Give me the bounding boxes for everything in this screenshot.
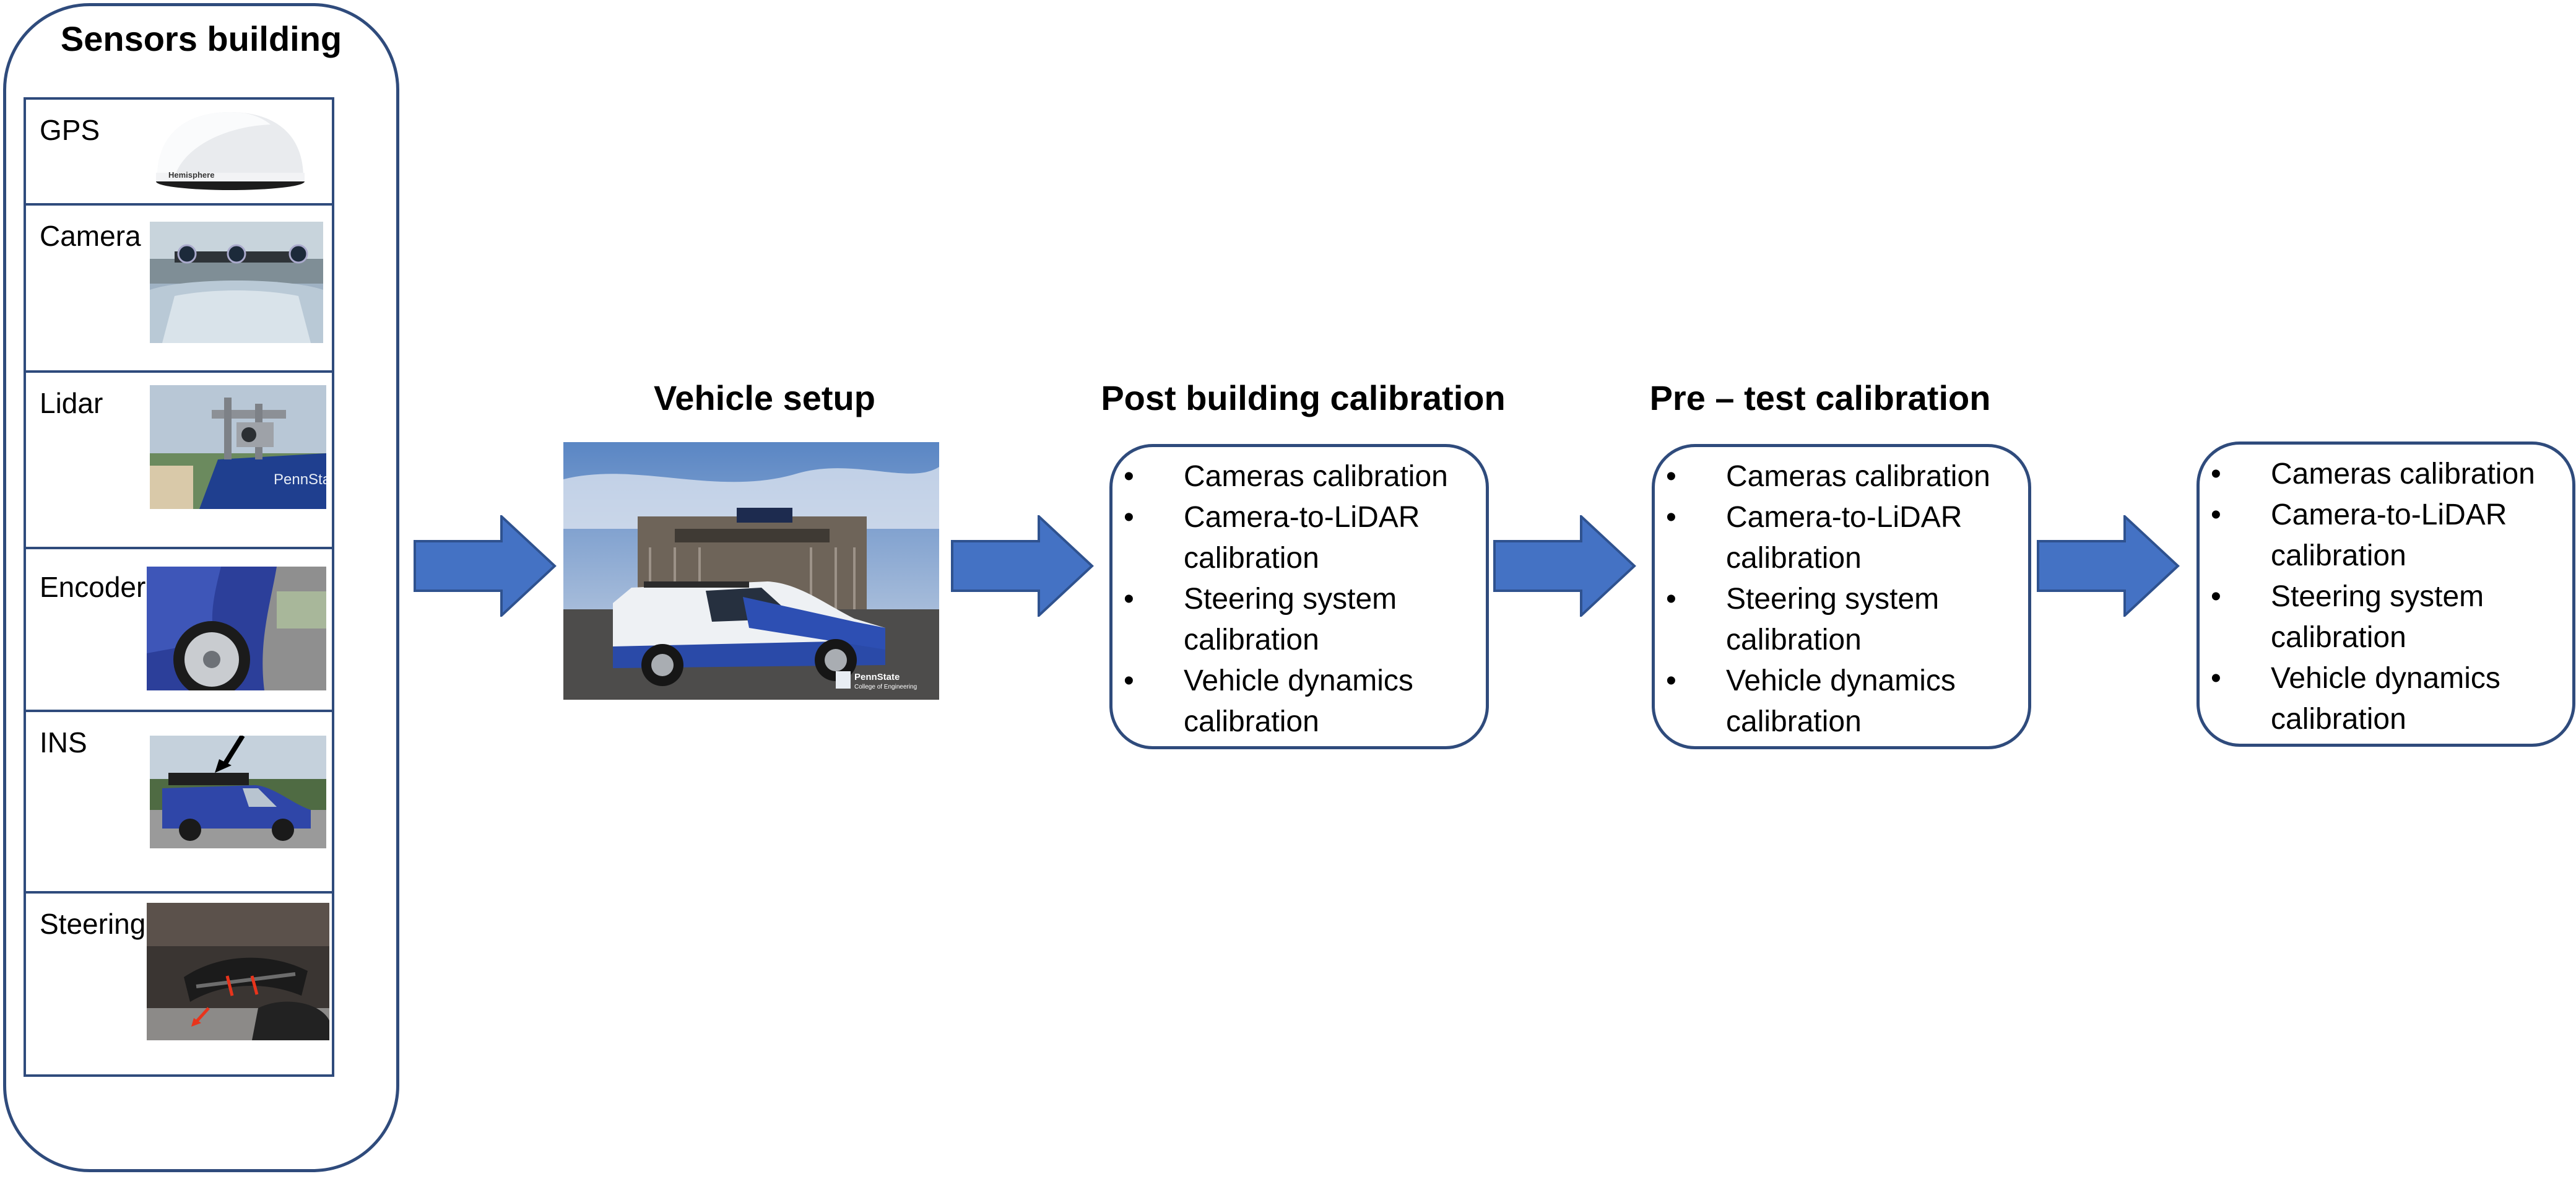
sensor-label: Lidar xyxy=(40,387,103,419)
vehicle-setup-title: Vehicle setup xyxy=(654,378,875,417)
wheel-encoder-image xyxy=(147,567,326,690)
calibration-item: •Vehicle dynamics calibration xyxy=(2211,662,2500,736)
sensor-label: Encoder xyxy=(40,571,146,603)
pre-test-calibration-title: Pre – test calibration xyxy=(1649,378,1991,417)
pre-test-calibration-box: •Cameras calibration •Camera-to-LiDAR ca… xyxy=(1652,444,2031,749)
lidar-mount-image: PennState xyxy=(150,385,326,509)
sensor-row-encoder: Encoder xyxy=(26,547,332,710)
calibration-item: •Steering system calibration xyxy=(2211,580,2484,654)
roof-cameras-image xyxy=(150,222,323,343)
sensor-row-gps: GPS Hemisphere xyxy=(26,100,332,203)
steering-actuator-image xyxy=(147,903,329,1040)
sensor-row-ins: INS xyxy=(26,710,332,891)
flow-arrow-right-icon xyxy=(951,515,1094,617)
sensor-row-lidar: Lidar PennState xyxy=(26,370,332,547)
calibration-list: •Cameras calibration •Camera-to-LiDAR ca… xyxy=(2200,454,2572,740)
sensor-row-steering: Steering xyxy=(26,891,332,1077)
instrumented-van-stadium-image: PennState College of Engineering xyxy=(563,442,939,700)
calibration-item: •Camera-to-LiDAR calibration xyxy=(1666,501,1962,575)
sensor-label: INS xyxy=(40,726,87,759)
sensor-label: GPS xyxy=(40,114,100,146)
gps-brand-text: Hemisphere xyxy=(168,170,214,180)
pennstate-logo-text: PennState xyxy=(854,672,900,682)
calibration-item: •Vehicle dynamics calibration xyxy=(1124,664,1413,738)
sensor-label: Camera xyxy=(40,220,141,252)
post-building-calibration-title: Post building calibration xyxy=(1101,378,1506,417)
sensor-label: Steering xyxy=(40,908,146,940)
post-building-calibration-box: •Cameras calibration •Camera-to-LiDAR ca… xyxy=(1109,444,1489,749)
sensors-building-title: Sensors building xyxy=(60,19,342,58)
ins-van-image xyxy=(150,736,326,848)
calibration-item: •Steering system calibration xyxy=(1666,583,1940,656)
calibration-item: •Cameras calibration xyxy=(1666,460,1990,493)
gps-antenna-image: Hemisphere xyxy=(144,108,317,201)
calibration-item: •Camera-to-LiDAR calibration xyxy=(1124,501,1420,575)
calibration-item: •Steering system calibration xyxy=(1124,583,1397,656)
sensor-list: GPS Hemisphere Camera xyxy=(24,97,334,1077)
college-logo-text: College of Engineering xyxy=(854,684,917,690)
flow-arrow-right-icon xyxy=(2037,515,2180,617)
flow-arrow-right-icon xyxy=(1493,515,1636,617)
lidar-brand-text: PennState xyxy=(274,471,326,488)
calibration-item: •Camera-to-LiDAR calibration xyxy=(2211,498,2507,572)
calibration-item: •Vehicle dynamics calibration xyxy=(1666,664,1956,738)
final-calibration-box: •Cameras calibration •Camera-to-LiDAR ca… xyxy=(2197,442,2575,747)
calibration-list: •Cameras calibration •Camera-to-LiDAR ca… xyxy=(1655,456,2028,742)
sensor-row-camera: Camera xyxy=(26,203,332,370)
flow-arrow-right-icon xyxy=(414,515,557,617)
calibration-list: •Cameras calibration •Camera-to-LiDAR ca… xyxy=(1112,456,1486,742)
calibration-item: •Cameras calibration xyxy=(1124,460,1448,493)
calibration-item: •Cameras calibration xyxy=(2211,458,2535,490)
